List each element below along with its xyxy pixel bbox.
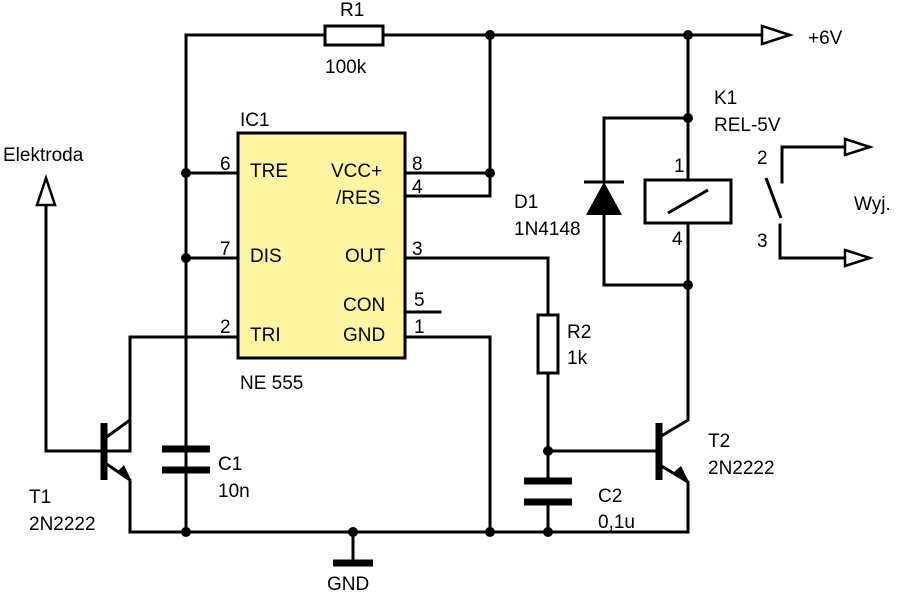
r2-resistor xyxy=(536,313,560,375)
ic-pin-tre: TRE xyxy=(250,161,288,182)
t2-emitter-arrow-icon xyxy=(673,466,690,484)
ic-model-label: NE 555 xyxy=(240,373,303,394)
c1-value: 10n xyxy=(218,481,250,502)
labels: R1 100k +6V IC1 NE 555 K1 REL-5V Elektro… xyxy=(3,0,891,594)
t2-model-label: 2N2222 xyxy=(708,458,775,479)
t1-emitter-arrow-icon xyxy=(118,465,132,482)
d1-diode-icon xyxy=(586,182,622,215)
ic-pin-dis: DIS xyxy=(250,246,282,267)
c1-capacitor xyxy=(162,445,210,474)
ic-pin-vcc-num: 8 xyxy=(412,154,423,175)
ic-pin-con-num: 5 xyxy=(414,290,425,311)
ic1-body xyxy=(236,131,407,360)
d1-model-label: 1N4148 xyxy=(514,219,581,240)
r2-label: R2 xyxy=(567,322,591,343)
c2-label: C2 xyxy=(598,486,622,507)
ic-pin-out-num: 3 xyxy=(412,239,423,260)
output-arrow-bottom-icon xyxy=(843,248,875,268)
ic-pin-vcc: VCC+ xyxy=(331,161,382,182)
ic1-label: IC1 xyxy=(240,110,270,131)
t1-model-label: 2N2222 xyxy=(29,514,96,535)
ic-pin-tri: TRI xyxy=(250,325,281,346)
wires xyxy=(44,33,847,562)
vcc-arrow-icon xyxy=(760,24,795,46)
ic-pin-res-num: 4 xyxy=(412,177,423,198)
electrode-label: Elektroda xyxy=(3,145,84,166)
k1-label: K1 xyxy=(714,88,737,109)
ic-pin-tri-num: 2 xyxy=(220,317,231,338)
t1-label: T1 xyxy=(29,487,51,508)
arrow-icons xyxy=(35,24,875,268)
r1-value: 100k xyxy=(325,57,367,78)
output-label: Wyj. xyxy=(854,194,891,215)
vcc-label: +6V xyxy=(808,28,843,49)
r1-label: R1 xyxy=(340,0,364,21)
junction-dots xyxy=(181,30,693,537)
ic-pin-res: /RES xyxy=(336,188,380,209)
relay-pin-4: 4 xyxy=(672,229,683,250)
ic-pin-con: CON xyxy=(343,295,385,316)
output-arrow-top-icon xyxy=(843,137,875,157)
c2-value: 0,1u xyxy=(598,512,635,533)
ic-pin-gnd-num: 1 xyxy=(414,317,425,338)
relay-pin-3: 3 xyxy=(757,231,768,252)
t2-label: T2 xyxy=(708,431,730,452)
r2-value: 1k xyxy=(567,348,588,369)
relay-pin-1: 1 xyxy=(674,156,685,177)
r1-resistor xyxy=(323,24,385,47)
k1-switch-contact xyxy=(764,177,783,219)
c2-capacitor xyxy=(524,477,572,506)
ic-pin-gnd: GND xyxy=(343,325,385,346)
gnd-label: GND xyxy=(327,574,369,594)
ic-pin-out: OUT xyxy=(345,246,386,267)
electrode-arrow-icon xyxy=(35,174,57,207)
ic-pin-tre-num: 6 xyxy=(220,154,231,175)
ic-pin-dis-num: 7 xyxy=(220,239,231,260)
d1-label: D1 xyxy=(514,192,538,213)
k1-model-label: REL-5V xyxy=(714,115,781,136)
c1-label: C1 xyxy=(218,454,242,475)
relay-pin-2: 2 xyxy=(757,148,768,169)
